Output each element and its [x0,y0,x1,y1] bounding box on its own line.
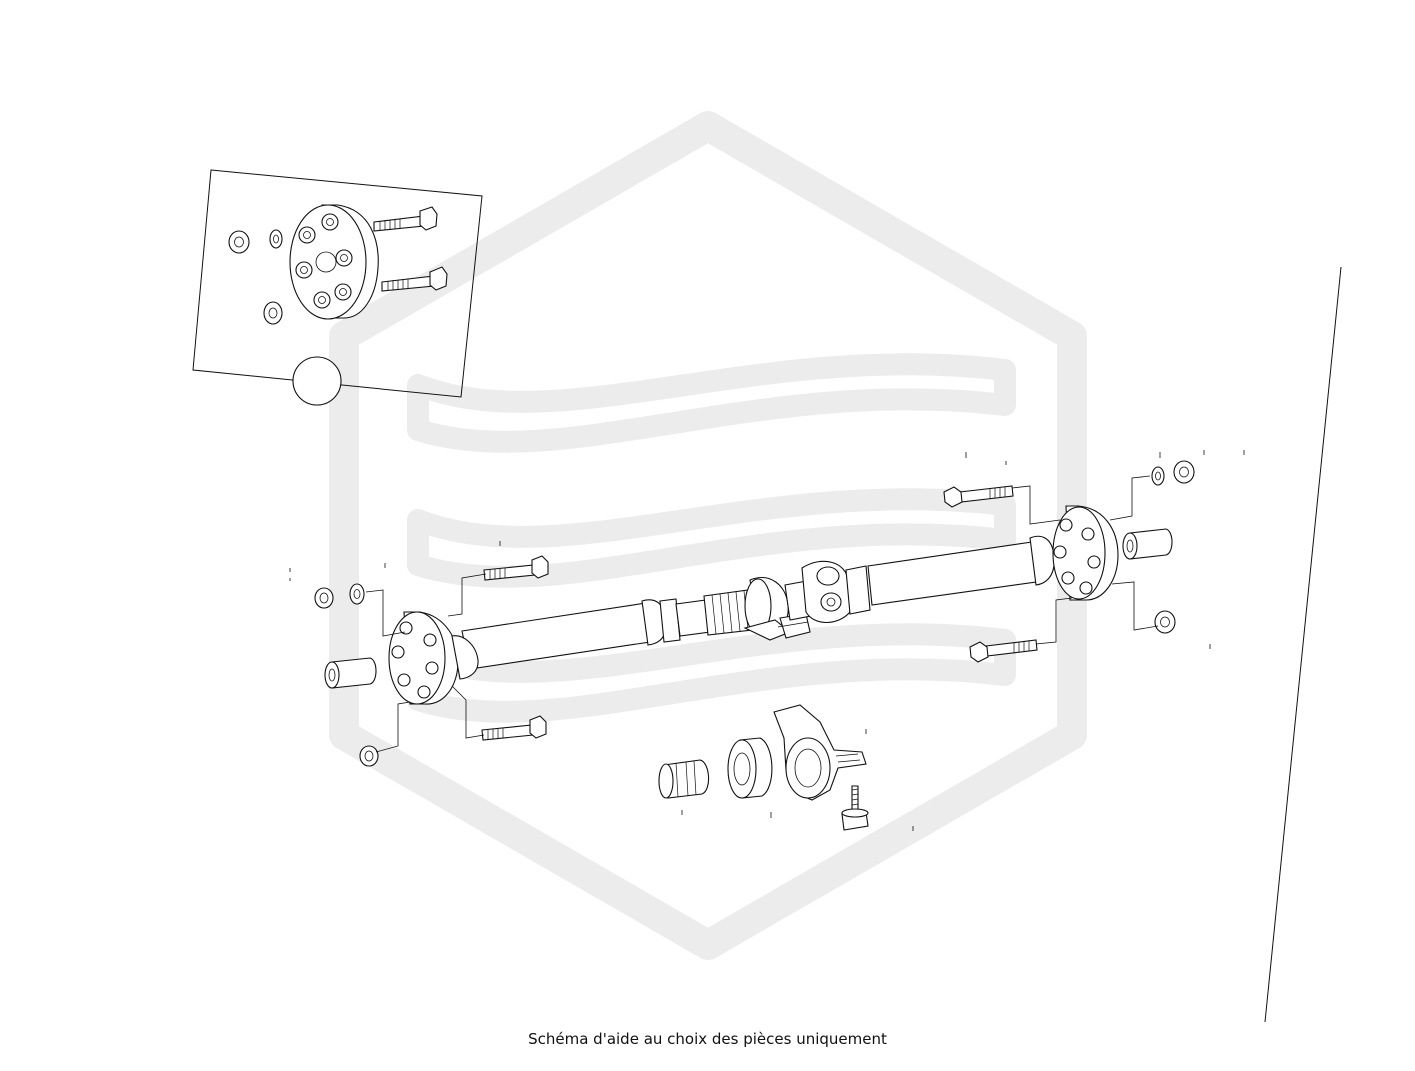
inset-detail-box [192,169,483,406]
front-washer-1 [349,583,365,605]
front-nut-1 [314,587,334,609]
inset-bolt-1 [373,206,438,232]
front-nut-2 [359,745,379,767]
detail-callout-circle [292,356,342,406]
propeller-shaft [461,535,1055,670]
diagram-caption: Schéma d'aide au choix des pièces unique… [528,1030,887,1048]
front-leader-lines [365,573,487,753]
mounting-screw [841,785,869,831]
rear-bolt-upper [943,485,1014,508]
rear-nut-2 [1154,610,1176,634]
bearing-sleeve [658,759,710,799]
front-centering-sleeve [324,657,377,689]
reference-ticks [289,450,1245,831]
inset-flex-disc [289,204,379,320]
rear-washer-1 [1151,466,1165,486]
front-bolt-upper [483,555,549,581]
inset-washer-1 [269,229,283,249]
frame-edge-line [1264,266,1342,1023]
rear-nut-1 [1173,460,1195,484]
centre-support-bracket [773,704,867,801]
ball-bearing [727,737,773,799]
inset-bolt-2 [381,266,448,292]
rear-centering-sleeve [1122,528,1173,560]
rear-flex-disc [1052,505,1119,601]
front-flex-disc [388,611,479,705]
inset-nut-1 [228,230,250,254]
rear-leader-lines [1011,475,1159,645]
front-bolt-lower [481,715,547,741]
watermark-logo [329,111,1087,960]
inset-nut-2 [263,301,283,325]
rear-bolt-lower [969,639,1038,663]
